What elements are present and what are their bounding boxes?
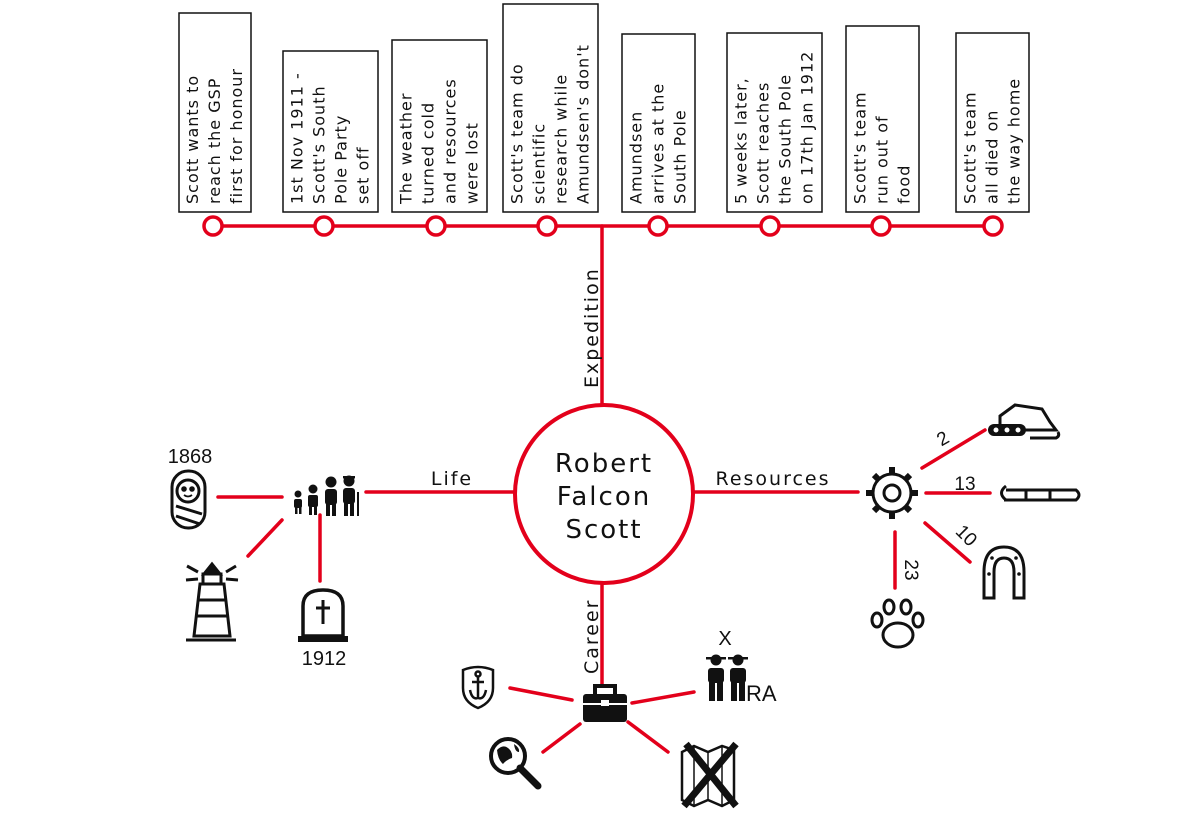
branch-label-career: Career xyxy=(581,599,603,675)
timeline-text: run out of xyxy=(873,115,892,204)
officers-icon xyxy=(706,654,748,701)
timeline-box xyxy=(845,25,920,213)
timeline-text: South Pole xyxy=(671,109,690,204)
briefcase-icon xyxy=(583,684,627,722)
death-year: 1912 xyxy=(302,648,347,670)
timeline-node xyxy=(313,215,335,237)
branch-label-resources: Resources xyxy=(715,468,830,490)
timeline-text: turned cold xyxy=(419,102,438,204)
timeline-node xyxy=(202,215,224,237)
timeline-text: first for honour xyxy=(227,68,246,204)
dogs-count: 23 xyxy=(900,559,921,580)
birth-year: 1868 xyxy=(168,446,213,468)
vehicles-count: 2 xyxy=(933,427,953,450)
timeline-text: 5 weeks later, xyxy=(732,77,751,204)
timeline-text: 1st Nov 1911 - xyxy=(288,72,307,204)
timeline-text: Scott wants to xyxy=(183,75,202,204)
timeline-text: Scott reaches xyxy=(754,82,773,204)
timeline-text: the South Pole xyxy=(776,74,795,204)
timeline-text: food xyxy=(895,165,914,204)
center-topic: Robert Falcon Scott xyxy=(513,403,695,585)
branch-label-expedition: Expedition xyxy=(581,267,603,388)
timeline-text: Amundsen's don't xyxy=(574,44,593,204)
lighthouse-icon xyxy=(185,561,239,642)
timeline-text: research while xyxy=(552,74,571,204)
center-line-1: Robert xyxy=(555,449,653,479)
navy-anchor-shield-icon xyxy=(461,665,495,710)
timeline-box xyxy=(282,50,379,213)
timeline-node xyxy=(982,215,1004,237)
magnifier-globe-icon xyxy=(489,737,542,790)
horseshoe-icon xyxy=(982,545,1026,600)
rank-mark: X xyxy=(718,628,731,650)
baby-icon xyxy=(170,469,207,530)
timeline-node xyxy=(759,215,781,237)
timeline-text: all died on xyxy=(983,110,1002,204)
timeline-text: the way home xyxy=(1005,78,1024,204)
timeline-text: Pole Party xyxy=(332,115,351,204)
sledge-icon xyxy=(1000,484,1081,502)
timeline-box xyxy=(502,3,599,213)
timeline-text: Scott's team do xyxy=(508,63,527,204)
sledges-count: 13 xyxy=(954,474,975,495)
timeline-text: and resources xyxy=(441,78,460,204)
timeline-node xyxy=(425,215,447,237)
timeline-text: were lost xyxy=(463,122,482,204)
timeline-box xyxy=(726,32,823,213)
timeline-text: Amundsen xyxy=(627,111,646,204)
connectors xyxy=(211,224,995,754)
timeline-text: on 17th Jan 1912 xyxy=(798,51,817,204)
timeline-text: reach the GSP xyxy=(205,78,224,204)
snowmobile-icon xyxy=(988,403,1061,440)
timeline-box xyxy=(621,33,696,213)
timeline-box xyxy=(178,12,252,213)
timeline-text: scientific xyxy=(530,123,549,204)
branch-label-life: Life xyxy=(431,468,473,490)
gear-icon xyxy=(866,467,918,519)
center-line-3: Scott xyxy=(565,515,642,545)
rank-label: RA xyxy=(746,681,777,706)
timeline-text: The weather xyxy=(397,93,416,205)
family-icon xyxy=(294,475,359,516)
timeline-box xyxy=(391,39,488,213)
timeline-node xyxy=(870,215,892,237)
paw-icon xyxy=(870,598,925,649)
center-line-2: Falcon xyxy=(557,482,651,512)
gravestone-icon xyxy=(298,588,348,642)
timeline-text: Scott's South xyxy=(310,85,329,204)
crossed-out-map-icon xyxy=(680,741,739,809)
timeline-node xyxy=(647,215,669,237)
timeline-text: set off xyxy=(354,146,373,204)
timeline-text: Scott's team xyxy=(851,91,870,204)
timeline-box xyxy=(955,32,1030,213)
timeline-node xyxy=(536,215,558,237)
timeline-text: Scott's team xyxy=(961,91,980,204)
horses-count: 10 xyxy=(951,521,981,551)
timeline-text: arrives at the xyxy=(649,83,668,204)
